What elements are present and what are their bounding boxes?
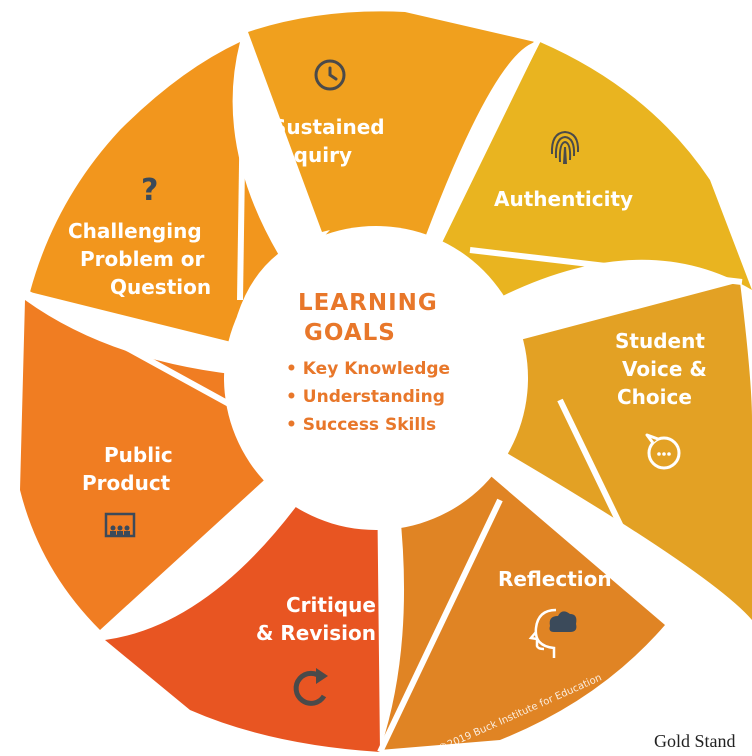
label-choice: Choice xyxy=(617,385,692,409)
question-mark-icon: ? xyxy=(141,173,158,208)
center-circle xyxy=(224,226,528,530)
label-sustained: Sustained xyxy=(272,115,385,139)
label-authenticity: Authenticity xyxy=(494,187,633,211)
center-item-understanding: • Understanding xyxy=(286,387,445,407)
label-student: Student xyxy=(615,329,705,353)
segment-dividers xyxy=(23,29,743,754)
label-inquiry: Inquiry xyxy=(272,143,352,167)
label-critique: Critique xyxy=(286,593,376,617)
presentation-icon xyxy=(104,512,136,538)
label-voice: Voice & xyxy=(622,357,707,381)
label-challenging: Challenging xyxy=(68,219,202,243)
label-product: Product xyxy=(82,471,171,495)
center-title-line2: GOALS xyxy=(304,320,396,346)
svg-text:?: ? xyxy=(141,173,158,208)
label-public: Public xyxy=(104,443,173,467)
head-cloud-icon xyxy=(528,608,577,658)
caption-text: Gold Stand xyxy=(654,731,736,751)
clock-icon xyxy=(314,59,346,91)
label-revision: & Revision xyxy=(256,621,376,645)
center-item-key-knowledge: • Key Knowledge xyxy=(286,359,450,379)
segment-critique-revision xyxy=(105,378,380,752)
refresh-icon xyxy=(293,668,328,706)
label-problem-or: Problem or xyxy=(80,247,205,271)
label-reflection: Reflection xyxy=(498,567,612,591)
center-title-line1: LEARNING xyxy=(298,290,438,316)
speech-bubble-icon xyxy=(645,433,681,470)
segment-sustained-inquiry xyxy=(248,11,535,379)
fingerprint-icon xyxy=(550,130,580,165)
center-item-success-skills: • Success Skills xyxy=(286,415,436,435)
label-question: Question xyxy=(110,275,211,299)
center-swirl xyxy=(228,230,330,380)
